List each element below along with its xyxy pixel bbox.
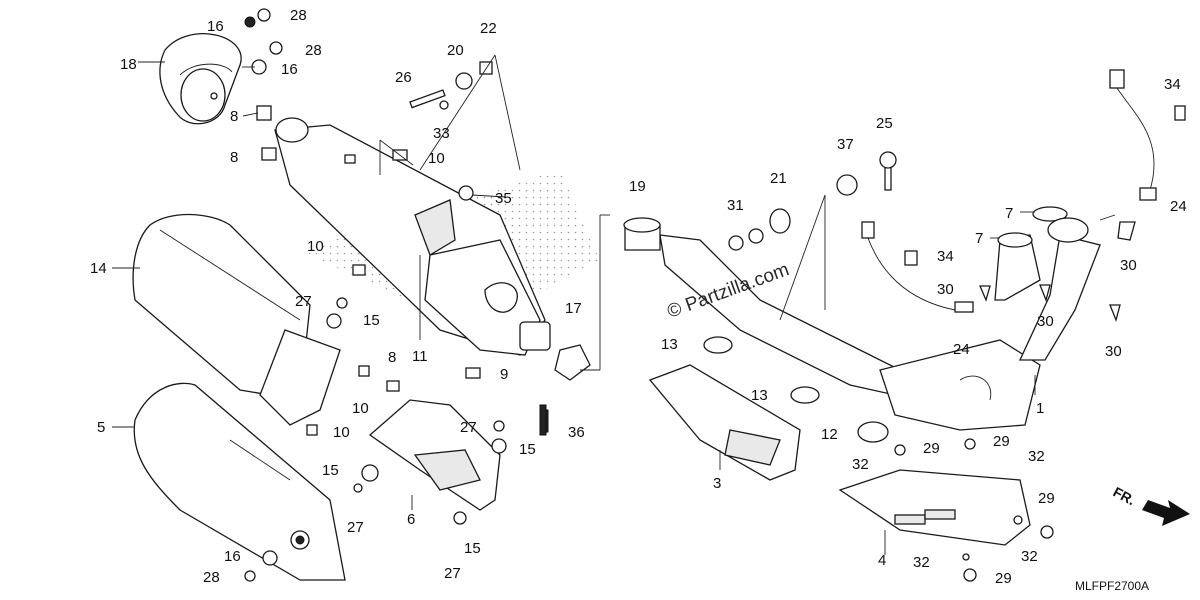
callout-6: 6: [407, 511, 415, 528]
callout-28: 28: [203, 569, 220, 586]
callout-31: 31: [727, 197, 744, 214]
center-heat-shield[interactable]: [368, 399, 501, 511]
callout-12: 12: [821, 426, 838, 443]
callout-1: 1: [1036, 400, 1044, 417]
callout-24: 24: [1170, 198, 1187, 215]
callout-34: 34: [937, 248, 954, 265]
muffler-body[interactable]: [274, 117, 551, 356]
pipe-gasket[interactable]: [623, 217, 661, 251]
exhaust-lower-cover[interactable]: [838, 469, 1031, 546]
callout-28: 28: [305, 42, 322, 59]
callout-35: 35: [495, 190, 512, 207]
callout-4: 4: [878, 552, 886, 569]
callout-13: 13: [751, 387, 768, 404]
callout-32: 32: [913, 554, 930, 571]
callout-28: 28: [290, 7, 307, 24]
callout-30: 30: [1105, 343, 1122, 360]
callout-17: 17: [565, 300, 582, 317]
oxygen-sensors[interactable]: [861, 69, 1157, 313]
callout-24: 24: [953, 341, 970, 358]
callout-13: 13: [661, 336, 678, 353]
callout-9: 9: [500, 366, 508, 383]
callout-15: 15: [464, 540, 481, 557]
leader-lines: [112, 54, 1116, 555]
callout-27: 27: [347, 519, 364, 536]
exhaust-pipe-assembly[interactable]: [659, 234, 1101, 431]
callout-16: 16: [224, 548, 241, 565]
callout-10: 10: [333, 424, 350, 441]
fasteners[interactable]: [244, 8, 1186, 582]
callout-5: 5: [97, 419, 105, 436]
callout-29: 29: [995, 570, 1012, 587]
callout-33: 33: [433, 125, 450, 142]
callout-14: 14: [90, 260, 107, 277]
callout-30: 30: [937, 281, 954, 298]
callout-11: 11: [412, 348, 428, 365]
callout-22: 22: [480, 20, 497, 37]
callout-32: 32: [852, 456, 869, 473]
callout-16: 16: [281, 61, 298, 78]
callout-36: 36: [568, 424, 585, 441]
callout-34: 34: [1164, 76, 1181, 93]
callout-10: 10: [307, 238, 324, 255]
callout-25: 25: [876, 115, 893, 132]
exhaust-gaskets[interactable]: [997, 206, 1089, 248]
callout-32: 32: [1028, 448, 1045, 465]
callout-30: 30: [1037, 313, 1054, 330]
callout-3: 3: [713, 475, 721, 492]
callout-18: 18: [120, 56, 137, 73]
callout-30: 30: [1120, 257, 1137, 274]
callout-19: 19: [629, 178, 646, 195]
callout-27: 27: [295, 293, 312, 310]
callout-7: 7: [975, 230, 983, 247]
callout-32: 32: [1021, 548, 1038, 565]
callout-29: 29: [1038, 490, 1055, 507]
band-clamp[interactable]: [539, 344, 591, 433]
callout-8: 8: [230, 108, 238, 125]
front-direction-indicator: FR.: [1111, 484, 1190, 526]
callout-21: 21: [770, 170, 787, 187]
callout-16: 16: [207, 18, 224, 35]
callout-27: 27: [460, 419, 477, 436]
muffler-end-cap[interactable]: [159, 33, 242, 125]
callout-20: 20: [447, 42, 464, 59]
front-arrow-icon: [1142, 500, 1190, 526]
lower-heat-guard[interactable]: [133, 382, 346, 581]
callout-29: 29: [923, 440, 940, 457]
diagram-code: MLFPF2700A: [1075, 579, 1149, 593]
callout-37: 37: [837, 136, 854, 153]
front-label: FR.: [1111, 484, 1138, 509]
callout-labels: 1 3 4 5 6 7 7 8 8 8 9 10 10 10 10 11 12 …: [90, 7, 1187, 587]
callout-8: 8: [230, 149, 238, 166]
callout-15: 15: [363, 312, 380, 329]
callout-15: 15: [322, 462, 339, 479]
callout-15: 15: [519, 441, 536, 458]
callout-8: 8: [388, 349, 396, 366]
callout-10: 10: [428, 150, 445, 167]
clamp-rings[interactable]: [703, 336, 889, 443]
muffler-protector[interactable]: [132, 213, 341, 426]
callout-10: 10: [352, 400, 369, 417]
callout-29: 29: [993, 433, 1010, 450]
callout-7: 7: [1005, 205, 1013, 222]
callout-26: 26: [395, 69, 412, 86]
callout-27: 27: [444, 565, 461, 582]
pipe-heat-shield[interactable]: [648, 364, 801, 481]
